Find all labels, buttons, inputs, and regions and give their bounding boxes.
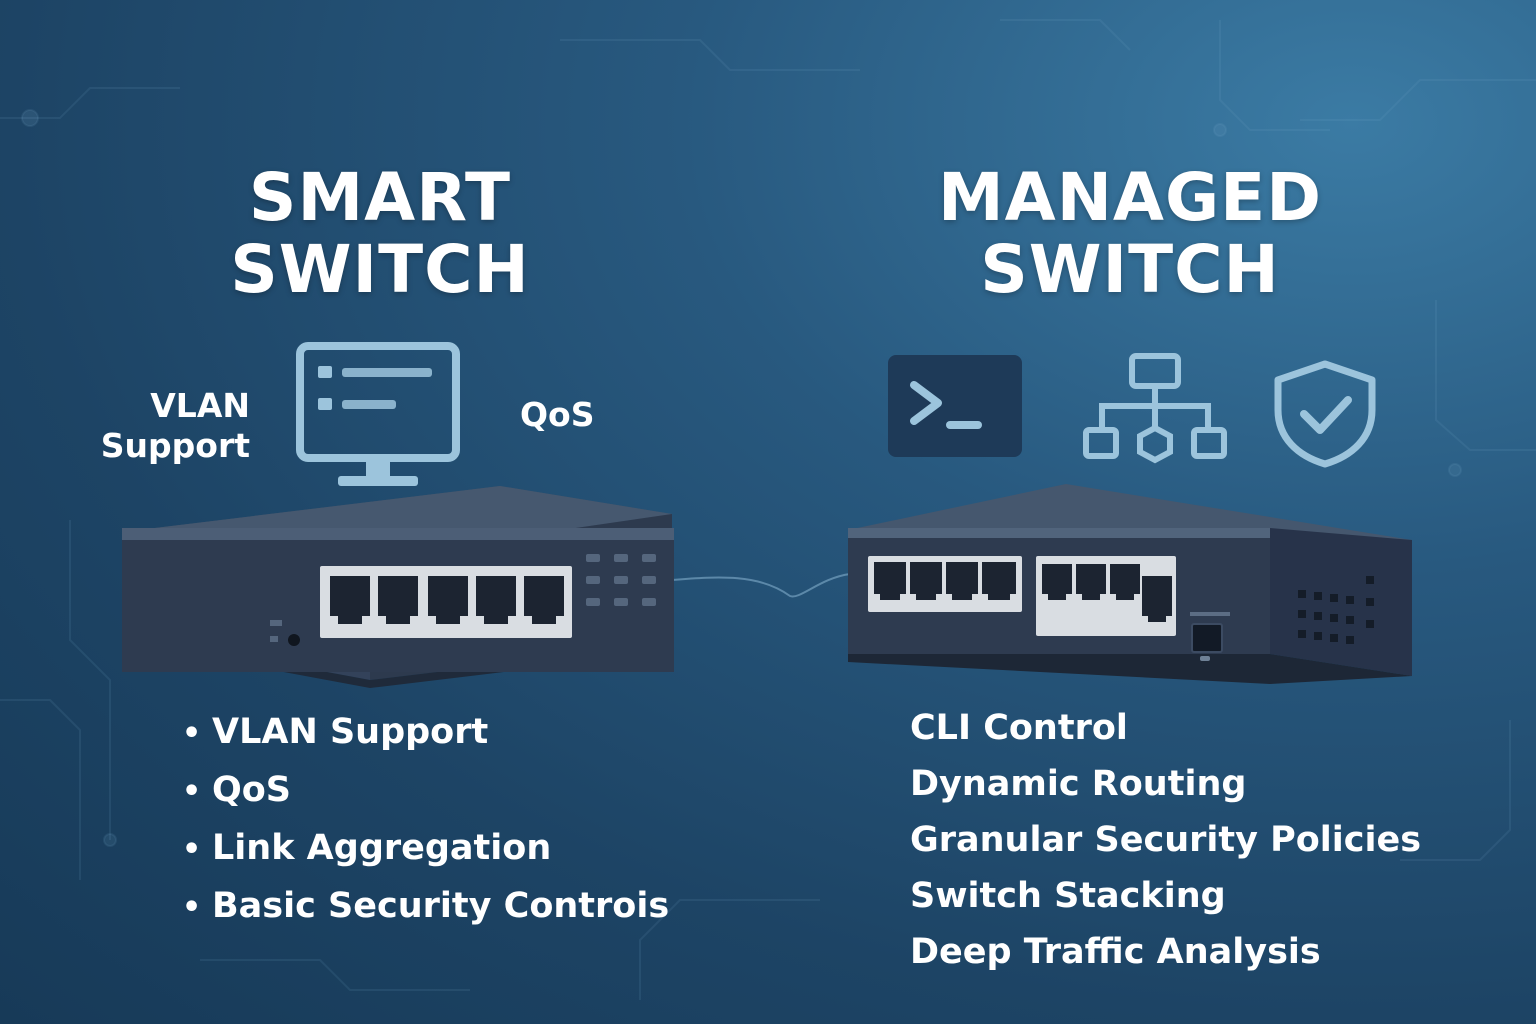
network-topology-icon [1083, 353, 1227, 464]
smart-feature-item: QoS [178, 762, 669, 820]
terminal-icon [888, 355, 1022, 457]
managed-feature-list: CLI Control Dynamic Routing Granular Sec… [910, 700, 1421, 980]
smart-feature-list: VLAN Support QoS Link Aggregation Basic … [178, 704, 669, 936]
smart-title-line1: SMART [248, 159, 512, 236]
vlan-support-label: VLAN Support [100, 386, 250, 466]
managed-title-line2: SWITCH [980, 231, 1280, 308]
monitor-icon [296, 342, 460, 486]
smart-feature-item: Basic Security Controis [178, 878, 669, 936]
managed-feature-item: Switch Stacking [910, 876, 1226, 916]
managed-feature-item: Dynamic Routing [910, 764, 1247, 804]
vlan-label-line2: Support [100, 426, 250, 465]
managed-feature-item: Granular Security Policies [910, 820, 1422, 860]
managed-feature-item: CLI Control [910, 708, 1128, 748]
shield-check-icon [1274, 360, 1376, 468]
smart-feature-item: VLAN Support [178, 704, 669, 762]
smart-title-line2: SWITCH [230, 231, 530, 308]
smart-feature-item: Link Aggregation [178, 820, 669, 878]
vlan-label-line1: VLAN [150, 386, 250, 425]
managed-switch-device [848, 484, 1412, 684]
smart-switch-title: SMART SWITCH [190, 162, 570, 306]
qos-label: QoS [520, 395, 595, 434]
managed-switch-title: MANAGED SWITCH [900, 162, 1360, 306]
managed-feature-item: Deep Traffic Analysis [910, 932, 1321, 972]
managed-title-line1: MANAGED [937, 159, 1323, 236]
smart-switch-device [122, 486, 674, 688]
